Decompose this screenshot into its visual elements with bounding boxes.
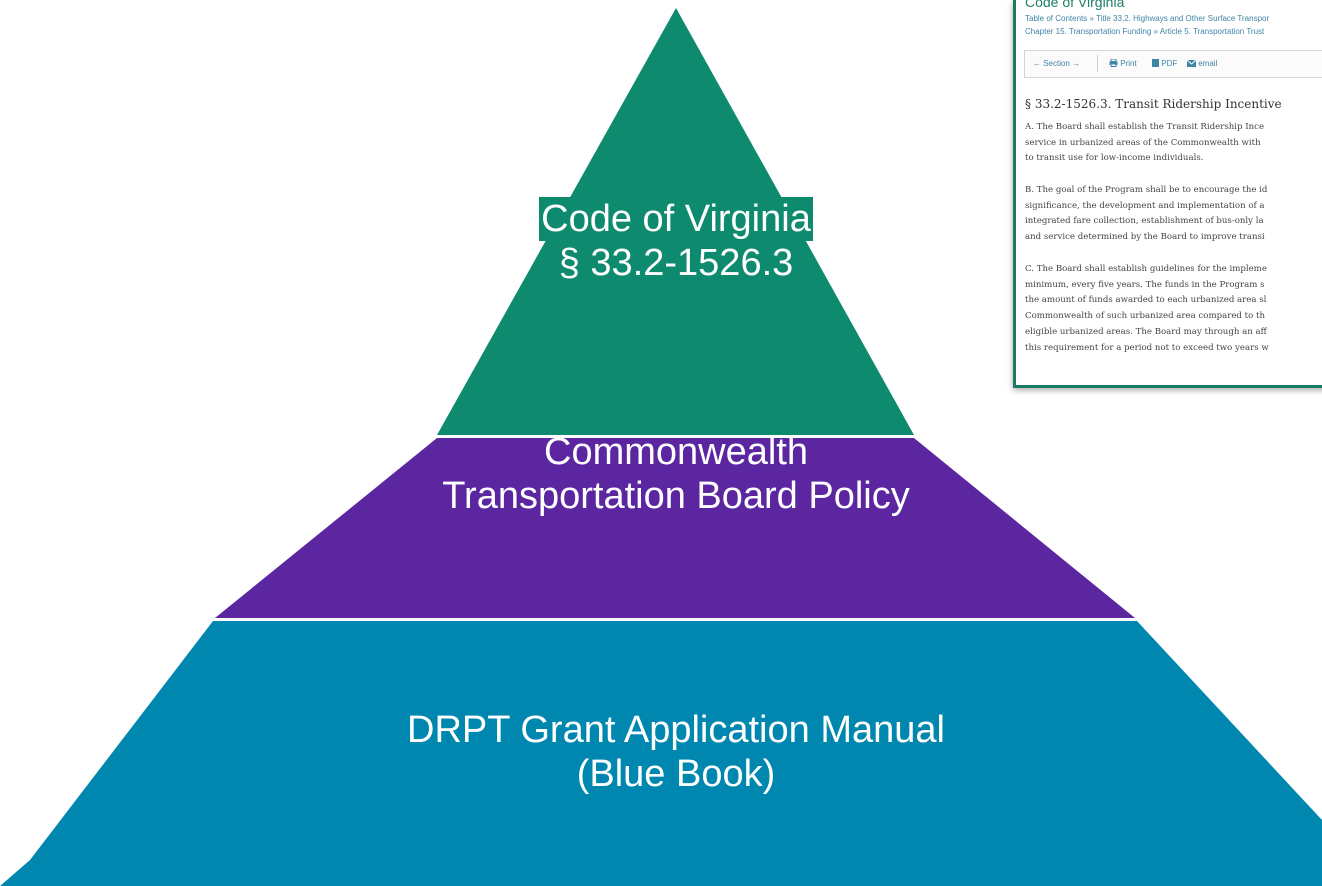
pyramid-tier-bottom bbox=[0, 621, 1322, 886]
paragraph-a: A. The Board shall establish the Transit… bbox=[1025, 120, 1264, 167]
tier-middle-label: Commonwealth Transportation Board Policy bbox=[376, 428, 976, 518]
paragraph-line: eligible urbanized areas. The Board may … bbox=[1025, 326, 1267, 337]
paragraph-line: integrated fare collection, establishmen… bbox=[1025, 216, 1264, 227]
paragraph-line: to transit use for low-income individual… bbox=[1025, 153, 1204, 164]
paragraph-line: A. The Board shall establish the Transit… bbox=[1025, 122, 1265, 132]
tier-middle-line-1: Commonwealth bbox=[544, 431, 808, 473]
print-button[interactable]: Print bbox=[1109, 58, 1137, 68]
paragraph-line: significance, the development and implem… bbox=[1025, 200, 1265, 211]
toolbar-divider bbox=[1097, 55, 1098, 72]
pdf-icon bbox=[1152, 59, 1159, 67]
paragraph-line: the amount of funds awarded to each urba… bbox=[1025, 295, 1267, 306]
tier-bottom-label: DRPT Grant Application Manual (Blue Book… bbox=[326, 708, 1026, 796]
print-icon bbox=[1109, 58, 1118, 67]
pdf-button[interactable]: PDF bbox=[1152, 59, 1177, 68]
paragraph-line: minimum, every five years. The funds in … bbox=[1025, 279, 1265, 290]
paragraph-b: B. The goal of the Program shall be to e… bbox=[1025, 183, 1267, 246]
section-heading: § 33.2-1526.3. Transit Ridership Incenti… bbox=[1025, 97, 1282, 111]
paragraph-line: service in urbanized areas of the Common… bbox=[1025, 137, 1261, 148]
paragraph-line: this requirement for a period not to exc… bbox=[1025, 342, 1269, 353]
paragraph-line: B. The goal of the Program shall be to e… bbox=[1025, 185, 1268, 195]
breadcrumb-line-1[interactable]: Table of Contents » Title 33.2. Highways… bbox=[1025, 14, 1270, 23]
tier-top-line-2: § 33.2-1526.3 bbox=[556, 241, 796, 285]
code-of-virginia-screenshot: Code of Virginia Table of Contents » Tit… bbox=[1013, 0, 1322, 388]
section-nav-button[interactable]: ← Section → bbox=[1033, 59, 1081, 68]
tier-middle-line-2: Transportation Board Policy bbox=[442, 475, 910, 517]
paragraph-line: C. The Board shall establish guidelines … bbox=[1025, 264, 1267, 274]
tier-top-line-1: Code of Virginia bbox=[539, 197, 813, 241]
print-label: Print bbox=[1120, 59, 1137, 68]
tier-bottom-line-2: (Blue Book) bbox=[576, 753, 776, 795]
tier-bottom-line-1: DRPT Grant Application Manual bbox=[407, 709, 945, 751]
breadcrumb-line-2[interactable]: Chapter 15. Transportation Funding » Art… bbox=[1025, 27, 1265, 36]
card-title: Code of Virginia bbox=[1025, 0, 1125, 10]
pyramid-tier-middle bbox=[215, 438, 1135, 618]
paragraph-c: C. The Board shall establish guidelines … bbox=[1025, 262, 1269, 356]
email-button[interactable]: email bbox=[1186, 59, 1218, 68]
email-label: email bbox=[1198, 59, 1218, 68]
paragraph-line: and service determined by the Board to i… bbox=[1025, 232, 1265, 243]
pdf-label: PDF bbox=[1161, 59, 1178, 68]
toolbar: ← Section → Print PDF bbox=[1024, 50, 1322, 78]
paragraph-line: Commonwealth of such urbanized area comp… bbox=[1025, 311, 1266, 322]
email-icon bbox=[1186, 59, 1197, 67]
tier-top-label: Code of Virginia § 33.2-1526.3 bbox=[476, 197, 876, 285]
